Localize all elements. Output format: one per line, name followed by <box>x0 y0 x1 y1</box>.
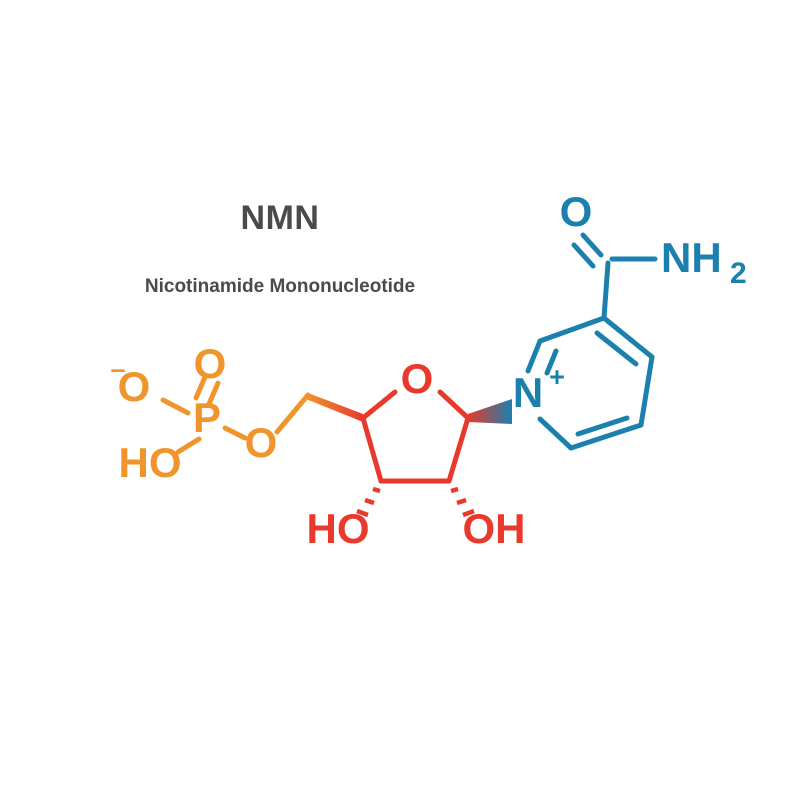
bond-c2-c3 <box>537 315 607 344</box>
bond-n-c2 <box>525 338 543 374</box>
bond-c2-c1 <box>446 415 471 484</box>
nicotinamide-labels: N + O NH 2 <box>513 188 747 416</box>
atom-label-ring-nitrogen: N <box>513 369 543 416</box>
ribose-labels: O HO OH <box>307 355 526 552</box>
hashed-stereo-bonds <box>356 486 475 518</box>
atom-label-carbonyl-oxygen: O <box>560 188 593 235</box>
double-bond-inner-n-c2 <box>544 348 559 376</box>
hashed-bond-c3-hydroxyl-left <box>356 486 381 518</box>
bond-c5-c6 <box>568 422 644 451</box>
atom-label-amide-subscript-2: 2 <box>730 257 747 290</box>
bond-c4-ringoxygen <box>360 389 398 421</box>
wedge-bond-c5-c4 <box>306 393 363 422</box>
bond-esteroxygen-c5 <box>274 392 311 435</box>
double-bond-inner-c5-c6 <box>575 415 630 437</box>
bond-c4-c3 <box>360 415 384 484</box>
charge-label-nitrogen-plus: + <box>549 362 565 392</box>
phosphate-group <box>160 374 311 455</box>
phosphate-labels: O – O P HO O <box>110 340 277 486</box>
atom-label-ester-oxygen: O <box>245 419 278 466</box>
bond-p-doubleo-a <box>193 374 208 401</box>
bond-p-doubleo-b <box>206 380 221 407</box>
atom-label-oxyanion: O <box>118 363 151 410</box>
bond-oxyanion-p <box>160 397 191 416</box>
atom-label-phosphate-double-oxygen: O <box>194 340 227 387</box>
wedge-bond-c1-nitrogen <box>468 399 512 424</box>
atom-label-hydroxyl-right: OH <box>463 505 526 552</box>
bond-carbonyl-o-b <box>571 242 596 269</box>
bond-c4-c5 <box>638 354 655 428</box>
bond-ho-p <box>175 436 202 455</box>
atom-label-ring-oxygen: O <box>401 355 434 402</box>
bond-ringoxygen-c1 <box>437 389 471 421</box>
bond-c3-carbonylcarbon <box>601 260 611 321</box>
atom-label-amide-nitrogen: NH <box>661 234 722 281</box>
nicotinamide-group <box>525 232 658 451</box>
atom-label-phosphate-hydroxyl: HO <box>119 439 182 486</box>
charge-label-oxyanion-minus: – <box>110 354 125 384</box>
ribose-ring <box>360 389 471 484</box>
atom-label-hydroxyl-left: HO <box>307 505 370 552</box>
bond-p-esteroxygen <box>222 425 248 441</box>
bond-c3-c4 <box>601 315 655 360</box>
double-bond-inner-c3-c4 <box>594 330 639 367</box>
bond-carbonyl-o-a <box>580 232 604 258</box>
hashed-bond-c2-hydroxyl-right <box>450 486 475 518</box>
atom-label-phosphorus: P <box>193 394 221 441</box>
bond-c6-n <box>537 416 574 451</box>
